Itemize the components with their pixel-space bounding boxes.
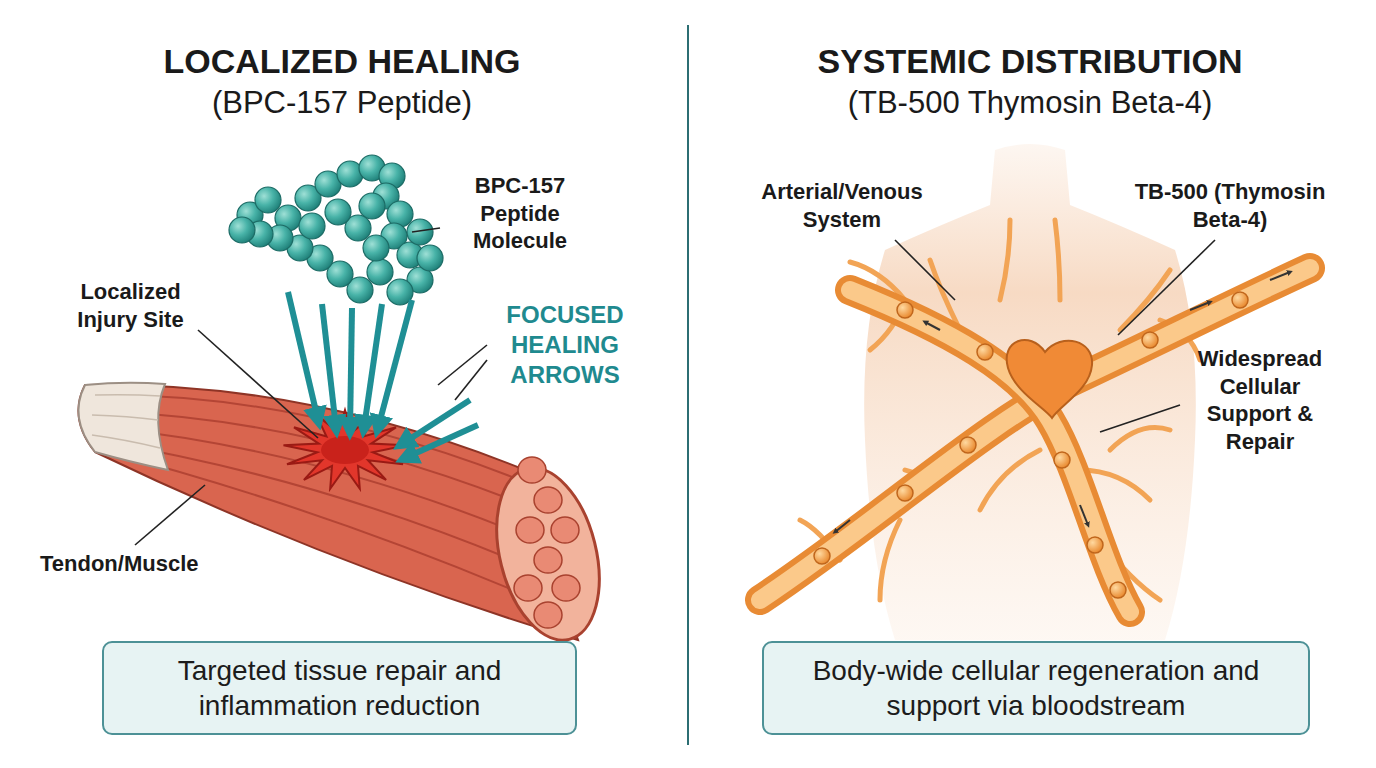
injury-burst — [284, 410, 407, 489]
callout-label: TB-500 (Thymosin Beta-4) — [1125, 178, 1335, 233]
callout-label: Tendon/Muscle — [40, 550, 240, 578]
tb500-particle — [1110, 582, 1126, 598]
vessel-branch — [1000, 220, 1010, 300]
healing-arrow — [402, 400, 470, 444]
panel-heading: LOCALIZED HEALING — [92, 40, 592, 83]
divider-line — [687, 25, 689, 745]
fiber-bundle — [534, 487, 562, 513]
callout-label: Localized Injury Site — [58, 278, 203, 333]
summary-box: Body-wide cellular regeneration and supp… — [762, 641, 1310, 735]
tb500-particle — [977, 344, 993, 360]
fiber-bundle — [551, 517, 579, 543]
panel-subheading: (TB-500 Thymosin Beta-4) — [720, 84, 1340, 123]
tb500-particle — [897, 485, 913, 501]
injury-core — [321, 436, 369, 464]
molecule-atom — [407, 219, 433, 245]
tb500-particle — [960, 437, 976, 453]
healing-arrow — [378, 300, 412, 428]
fiber-bundle — [552, 575, 580, 601]
healing-arrow — [322, 304, 336, 428]
molecule-atom — [229, 217, 255, 243]
tb500-particle — [1054, 452, 1070, 468]
main-vessel — [850, 290, 1130, 612]
molecule-atom — [325, 199, 351, 225]
callout-label: Widespread Cellular Support & Repair — [1185, 345, 1335, 455]
peptide-illustration — [229, 155, 580, 628]
vessel-branch — [980, 450, 1040, 510]
callout-label: BPC-157 Peptide Molecule — [445, 172, 595, 255]
tb500-particle — [1142, 332, 1158, 348]
healing-arrow — [350, 308, 352, 430]
panel-heading: SYSTEMIC DISTRIBUTION — [720, 40, 1340, 83]
vessel-core — [850, 290, 1130, 612]
molecule-atom — [255, 187, 281, 213]
heart — [1007, 340, 1092, 418]
molecule-atom — [417, 245, 443, 271]
healing-arrow — [364, 304, 382, 428]
healing-arrow — [288, 292, 318, 420]
tb500-particle — [1232, 292, 1248, 308]
leader-lines — [135, 228, 1215, 545]
box-text: Targeted tissue repair and inflammation … — [120, 653, 559, 723]
vessel-branch — [880, 520, 900, 600]
callout-label: Arterial/Venous System — [742, 178, 942, 233]
fiber-bundle — [534, 602, 562, 628]
vessel-branch — [1055, 220, 1060, 300]
fiber-bundle — [534, 547, 562, 573]
tb500-particle — [897, 302, 913, 318]
callout-label: FOCUSED HEALING ARROWS — [490, 300, 640, 390]
fiber-bundle — [518, 457, 546, 483]
fiber-bundle — [516, 517, 544, 543]
flow-arrow — [835, 520, 850, 532]
circulatory-illustration — [864, 144, 1196, 640]
tb500-particle — [1087, 537, 1103, 553]
healing-arrow — [405, 425, 478, 458]
flow-arrow — [1190, 302, 1210, 310]
vessel-branch — [1110, 428, 1170, 451]
molecule-atom — [367, 259, 393, 285]
flow-arrow — [1270, 272, 1290, 280]
molecule-atom — [359, 193, 385, 219]
flow-arrow — [925, 322, 940, 330]
summary-box: Targeted tissue repair and inflammation … — [102, 641, 577, 735]
molecule-atom — [363, 235, 389, 261]
molecule-atom — [299, 213, 325, 239]
flow-arrow — [1080, 505, 1088, 525]
tb500-particle — [814, 548, 830, 564]
box-text: Body-wide cellular regeneration and supp… — [780, 653, 1292, 723]
panel-subheading: (BPC-157 Peptide) — [92, 84, 592, 123]
fiber-bundle — [514, 575, 542, 601]
